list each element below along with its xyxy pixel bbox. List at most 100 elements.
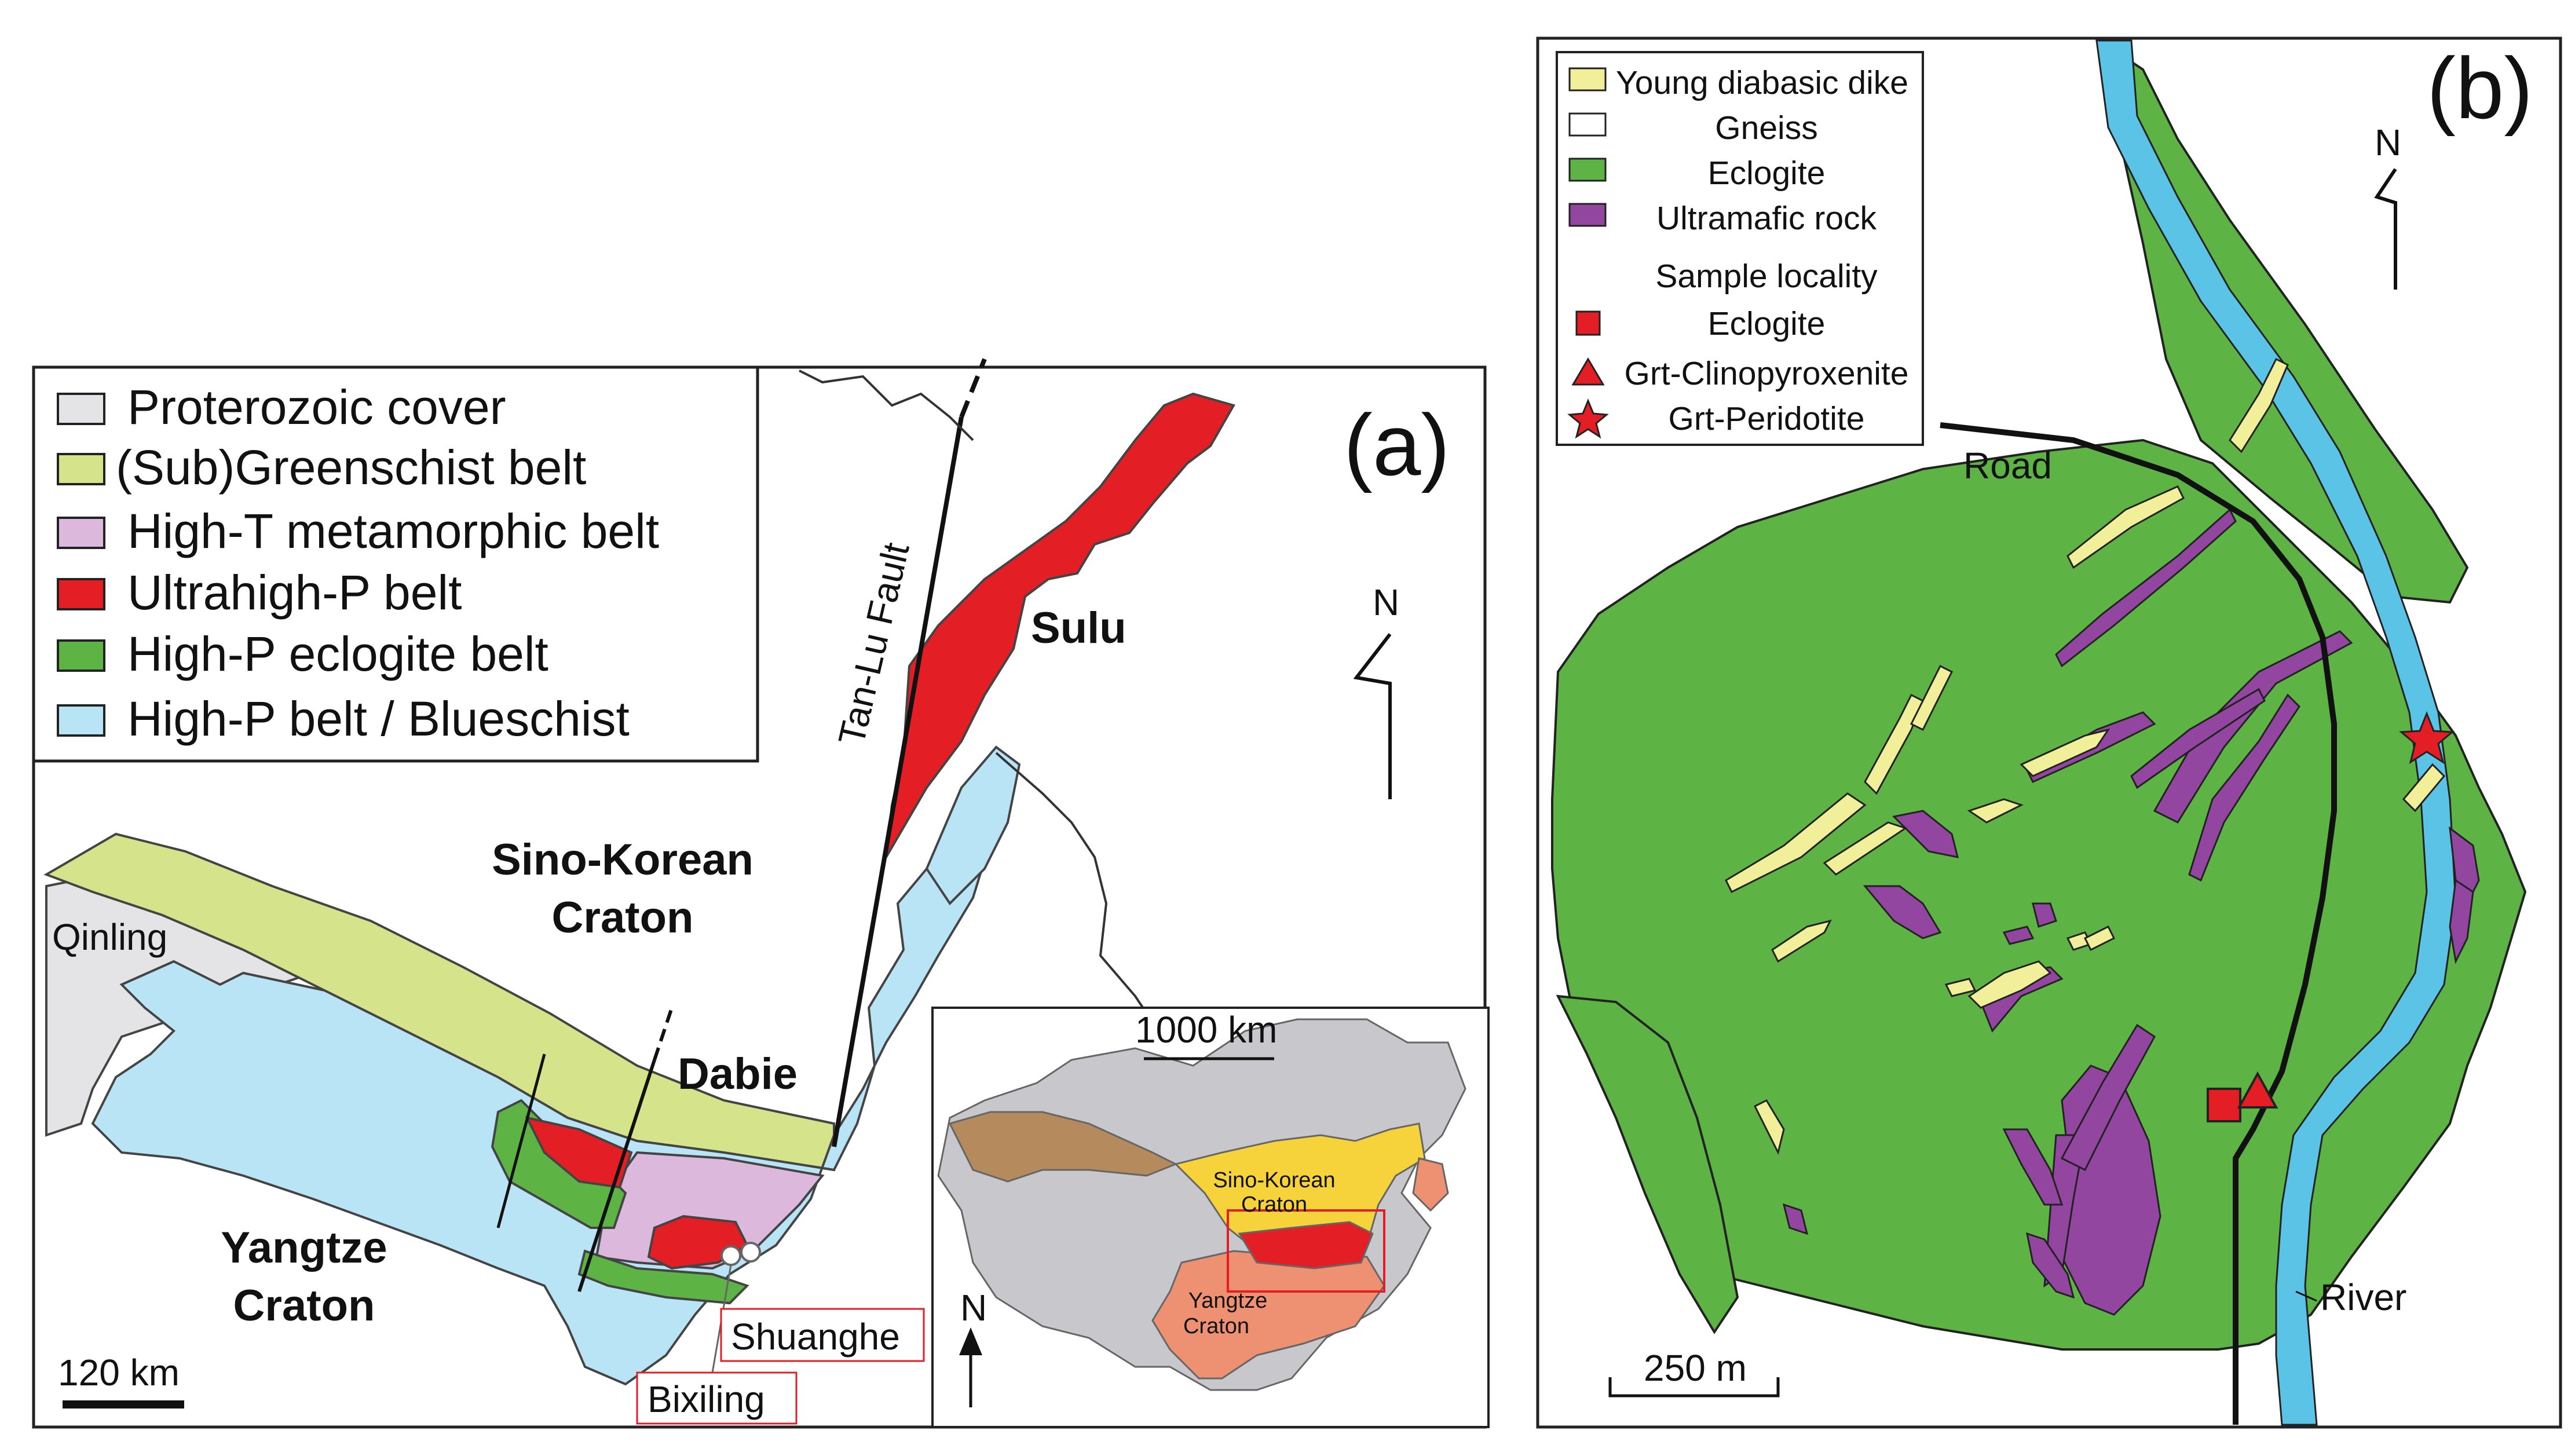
- ultramafic-body: [2002, 1128, 2064, 1206]
- north-arrow-a-icon: [1353, 633, 1392, 799]
- legend-swatch-proterozoic: [57, 393, 105, 425]
- diabasic-dike: [1944, 978, 1977, 997]
- eclogite-southwest-strip-area: [1556, 994, 1739, 1334]
- ultramafic-bodies: [1782, 508, 2480, 1316]
- legend-b-swatch-ultramafic: [1568, 203, 1607, 227]
- ultramafic-body: [2153, 630, 2353, 824]
- road-line: [1940, 422, 2337, 1425]
- north-arrow-a-label: N: [1373, 581, 1399, 623]
- province-boundary-north: [799, 370, 974, 441]
- ultramafic-body: [1863, 885, 1942, 939]
- diabasic-dike: [1753, 1099, 1785, 1155]
- place-sino-korean-2: Craton: [552, 893, 694, 942]
- legend-b-swatch-dike: [1568, 67, 1607, 92]
- ultramafic-body: [2188, 693, 2300, 882]
- legend-swatch-uhp: [57, 578, 105, 610]
- panel-b-legend: Young diabasic dike Gneiss Eclogite Ultr…: [1567, 64, 1909, 439]
- inset-yangtze-label-1: Yangtze: [1188, 1289, 1268, 1313]
- ultramafic-body: [2449, 879, 2474, 964]
- place-sulu: Sulu: [1031, 603, 1126, 653]
- place-yangtze-1: Yangtze: [221, 1223, 387, 1272]
- ultramafic-body: [2032, 902, 2057, 928]
- legend-b-label-sample-eclogite: Eclogite: [1708, 305, 1826, 342]
- tan-lu-fault-line: [832, 416, 964, 1147]
- bixiling-site-marker: [720, 1245, 741, 1266]
- dabie-fault-line: [577, 1059, 656, 1292]
- inset-study-area-box: [1227, 1209, 1385, 1293]
- road-label: Road: [1963, 445, 2052, 486]
- scale-a-label: 120 km: [58, 1352, 180, 1393]
- bixiling-label: Bixiling: [648, 1378, 765, 1420]
- shuanghe-site-marker: [740, 1242, 761, 1263]
- ultramafic-body: [2130, 687, 2266, 789]
- legend-b-swatch-gneiss: [1568, 112, 1607, 137]
- grt-peridotite-star-icon: [2399, 711, 2455, 764]
- legend-b-label-clinopyroxenite: Grt-Clinopyroxenite: [1624, 355, 1908, 392]
- place-sino-korean-1: Sino-Korean: [492, 835, 754, 884]
- panel-a-legend-box: [32, 365, 759, 763]
- panel-a: Proterozoic cover (Sub)Greenschist belt …: [32, 358, 1490, 1429]
- place-yangtze-2: Craton: [233, 1281, 375, 1330]
- legend-b-label-ultramafic: Ultramafic rock: [1656, 200, 1877, 237]
- ultramafic-body: [2002, 925, 2035, 945]
- legend-label-eclogite-belt: High-P eclogite belt: [127, 627, 548, 681]
- shuanghe-label-box: [720, 1308, 925, 1362]
- inset-brown-region: [948, 1111, 1178, 1183]
- panel-a-legend: Proterozoic cover (Sub)Greenschist belt …: [57, 380, 659, 746]
- blueschist-belt-area: [91, 769, 1009, 1386]
- inset-yangtze-label-2: Craton: [1183, 1314, 1249, 1338]
- inset-north-arrow-icon: [959, 1327, 982, 1355]
- diabasic-dike: [1967, 798, 2024, 824]
- diabasic-dike: [2066, 485, 2185, 569]
- inset-sino-korean-label-2: Craton: [1241, 1192, 1307, 1217]
- fault-dashed-line: [959, 358, 987, 418]
- uhp-dabie-north-area: [525, 1116, 633, 1189]
- ultramafic-body: [2060, 1023, 2156, 1172]
- diabasic-dikes: [1725, 357, 2446, 1155]
- river-leader: [2295, 1290, 2317, 1302]
- legend-label-blueschist: High-P belt / Blueschist: [127, 692, 630, 746]
- legend-label-greenschist: (Sub)Greenschist belt: [116, 440, 586, 495]
- legend-swatch-greenschist: [57, 453, 105, 485]
- scale-b-bar: [1608, 1377, 1780, 1398]
- panel-b: Road River (b) N 250 m Young diabasic di…: [1536, 36, 2562, 1429]
- diabasic-dike: [1823, 821, 1908, 876]
- inset-north-label: N: [960, 1287, 987, 1329]
- blueschist-sulu-area: [925, 745, 1021, 906]
- eclogite-sample-square-icon: [2207, 1088, 2241, 1122]
- legend-label-high-t: High-T metamorphic belt: [127, 504, 659, 558]
- legend-b-sample-title: Sample locality: [1655, 258, 1878, 295]
- inset-sino-korean-label-1: Sino-Korean: [1213, 1168, 1335, 1192]
- panel-a-label: (a): [1344, 396, 1450, 493]
- legend-b-swatch-eclogite: [1568, 158, 1607, 182]
- diabasic-dike: [1771, 919, 1832, 963]
- north-arrow-b-label: N: [2375, 122, 2401, 163]
- diabasic-dike: [2083, 925, 2116, 952]
- river-area: [2095, 39, 2457, 1426]
- inset-uhp-region: [1238, 1221, 1374, 1270]
- ultramafic-body: [1782, 1203, 1809, 1235]
- ultramafic-body: [2026, 1232, 2075, 1299]
- legend-b-label-peridotite: Grt-Peridotite: [1669, 400, 1865, 437]
- inset-korea-region: [1412, 1157, 1449, 1212]
- uhp-sulu-area: [885, 392, 1236, 858]
- legend-b-label-dike: Young diabasic dike: [1616, 64, 1908, 101]
- shuanghe-label: Shuanghe: [731, 1316, 900, 1358]
- ultramafic-body: [2055, 508, 2237, 668]
- legend-b-label-gneiss: Gneiss: [1715, 109, 1817, 147]
- dabie-fault-dashed-line: [653, 1007, 674, 1060]
- scale-b-label: 250 m: [1644, 1347, 1747, 1389]
- river-label: River: [2320, 1276, 2406, 1318]
- inset-scale-label: 1000 km: [1135, 1009, 1277, 1051]
- bixiling-label-box: [636, 1371, 798, 1425]
- diabasic-dike: [2229, 357, 2289, 453]
- legend-b-triangle-icon: [1571, 357, 1605, 386]
- legend-b-label-eclogite: Eclogite: [1708, 155, 1826, 192]
- eclogite-north-strip-area: [2106, 43, 2469, 604]
- diabasic-dike: [2402, 763, 2446, 813]
- place-dabie: Dabie: [678, 1049, 798, 1099]
- panel-b-legend-box: [1556, 51, 1924, 446]
- diabasic-dike: [1967, 960, 2052, 1009]
- clinopyroxenite-triangle-icon: [2237, 1071, 2278, 1109]
- legend-b-square-icon: [1575, 310, 1601, 336]
